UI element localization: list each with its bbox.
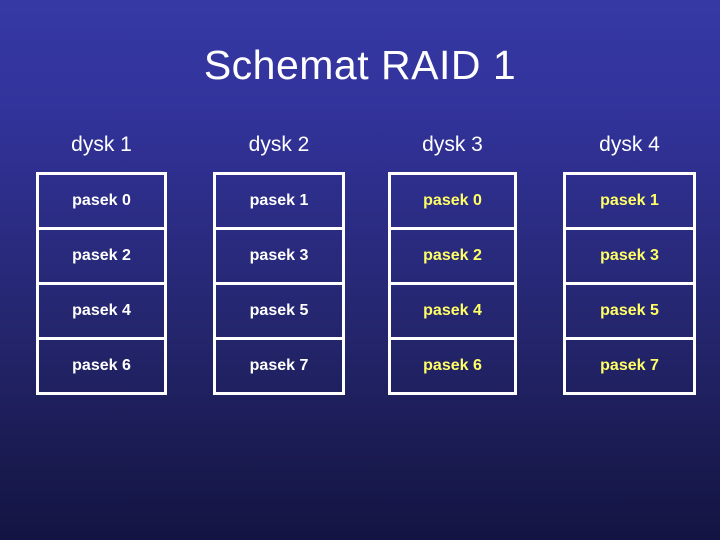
stripe-cell: pasek 5 [213, 282, 345, 340]
disk-stack: pasek 1 pasek 3 pasek 5 pasek 7 [563, 172, 696, 395]
stripe-cell: pasek 3 [563, 227, 696, 285]
stripe-cell: pasek 4 [388, 282, 517, 340]
stripe-cell: pasek 2 [388, 227, 517, 285]
stripe-cell: pasek 0 [388, 172, 517, 230]
disk-header: dysk 2 [248, 133, 310, 156]
disk-header: dysk 1 [71, 133, 132, 156]
stripe-cell: pasek 3 [213, 227, 345, 285]
disk-column-4: dysk 4 pasek 1 pasek 3 pasek 5 pasek 7 [563, 131, 696, 395]
disk-header: dysk 3 [422, 133, 483, 156]
disk-header: dysk 4 [599, 133, 660, 156]
disk-column-1: dysk 1 pasek 0 pasek 2 pasek 4 pasek 6 [36, 131, 167, 395]
disk-stack: pasek 0 pasek 2 pasek 4 pasek 6 [36, 172, 167, 395]
stripe-cell: pasek 7 [563, 337, 696, 395]
disk-stack: pasek 1 pasek 3 pasek 5 pasek 7 [213, 172, 345, 395]
stripe-cell: pasek 0 [36, 172, 167, 230]
stripe-cell: pasek 1 [213, 172, 345, 230]
stripe-cell: pasek 6 [388, 337, 517, 395]
stripe-cell: pasek 2 [36, 227, 167, 285]
disk-stack: pasek 0 pasek 2 pasek 4 pasek 6 [388, 172, 517, 395]
slide-title: Schemat RAID 1 [203, 42, 517, 88]
stripe-cell: pasek 1 [563, 172, 696, 230]
stripe-cell: pasek 5 [563, 282, 696, 340]
disk-column-2: dysk 2 pasek 1 pasek 3 pasek 5 pasek 7 [213, 131, 345, 395]
stripe-cell: pasek 7 [213, 337, 345, 395]
stripe-cell: pasek 4 [36, 282, 167, 340]
disk-column-3: dysk 3 pasek 0 pasek 2 pasek 4 pasek 6 [388, 131, 517, 395]
stripe-cell: pasek 6 [36, 337, 167, 395]
